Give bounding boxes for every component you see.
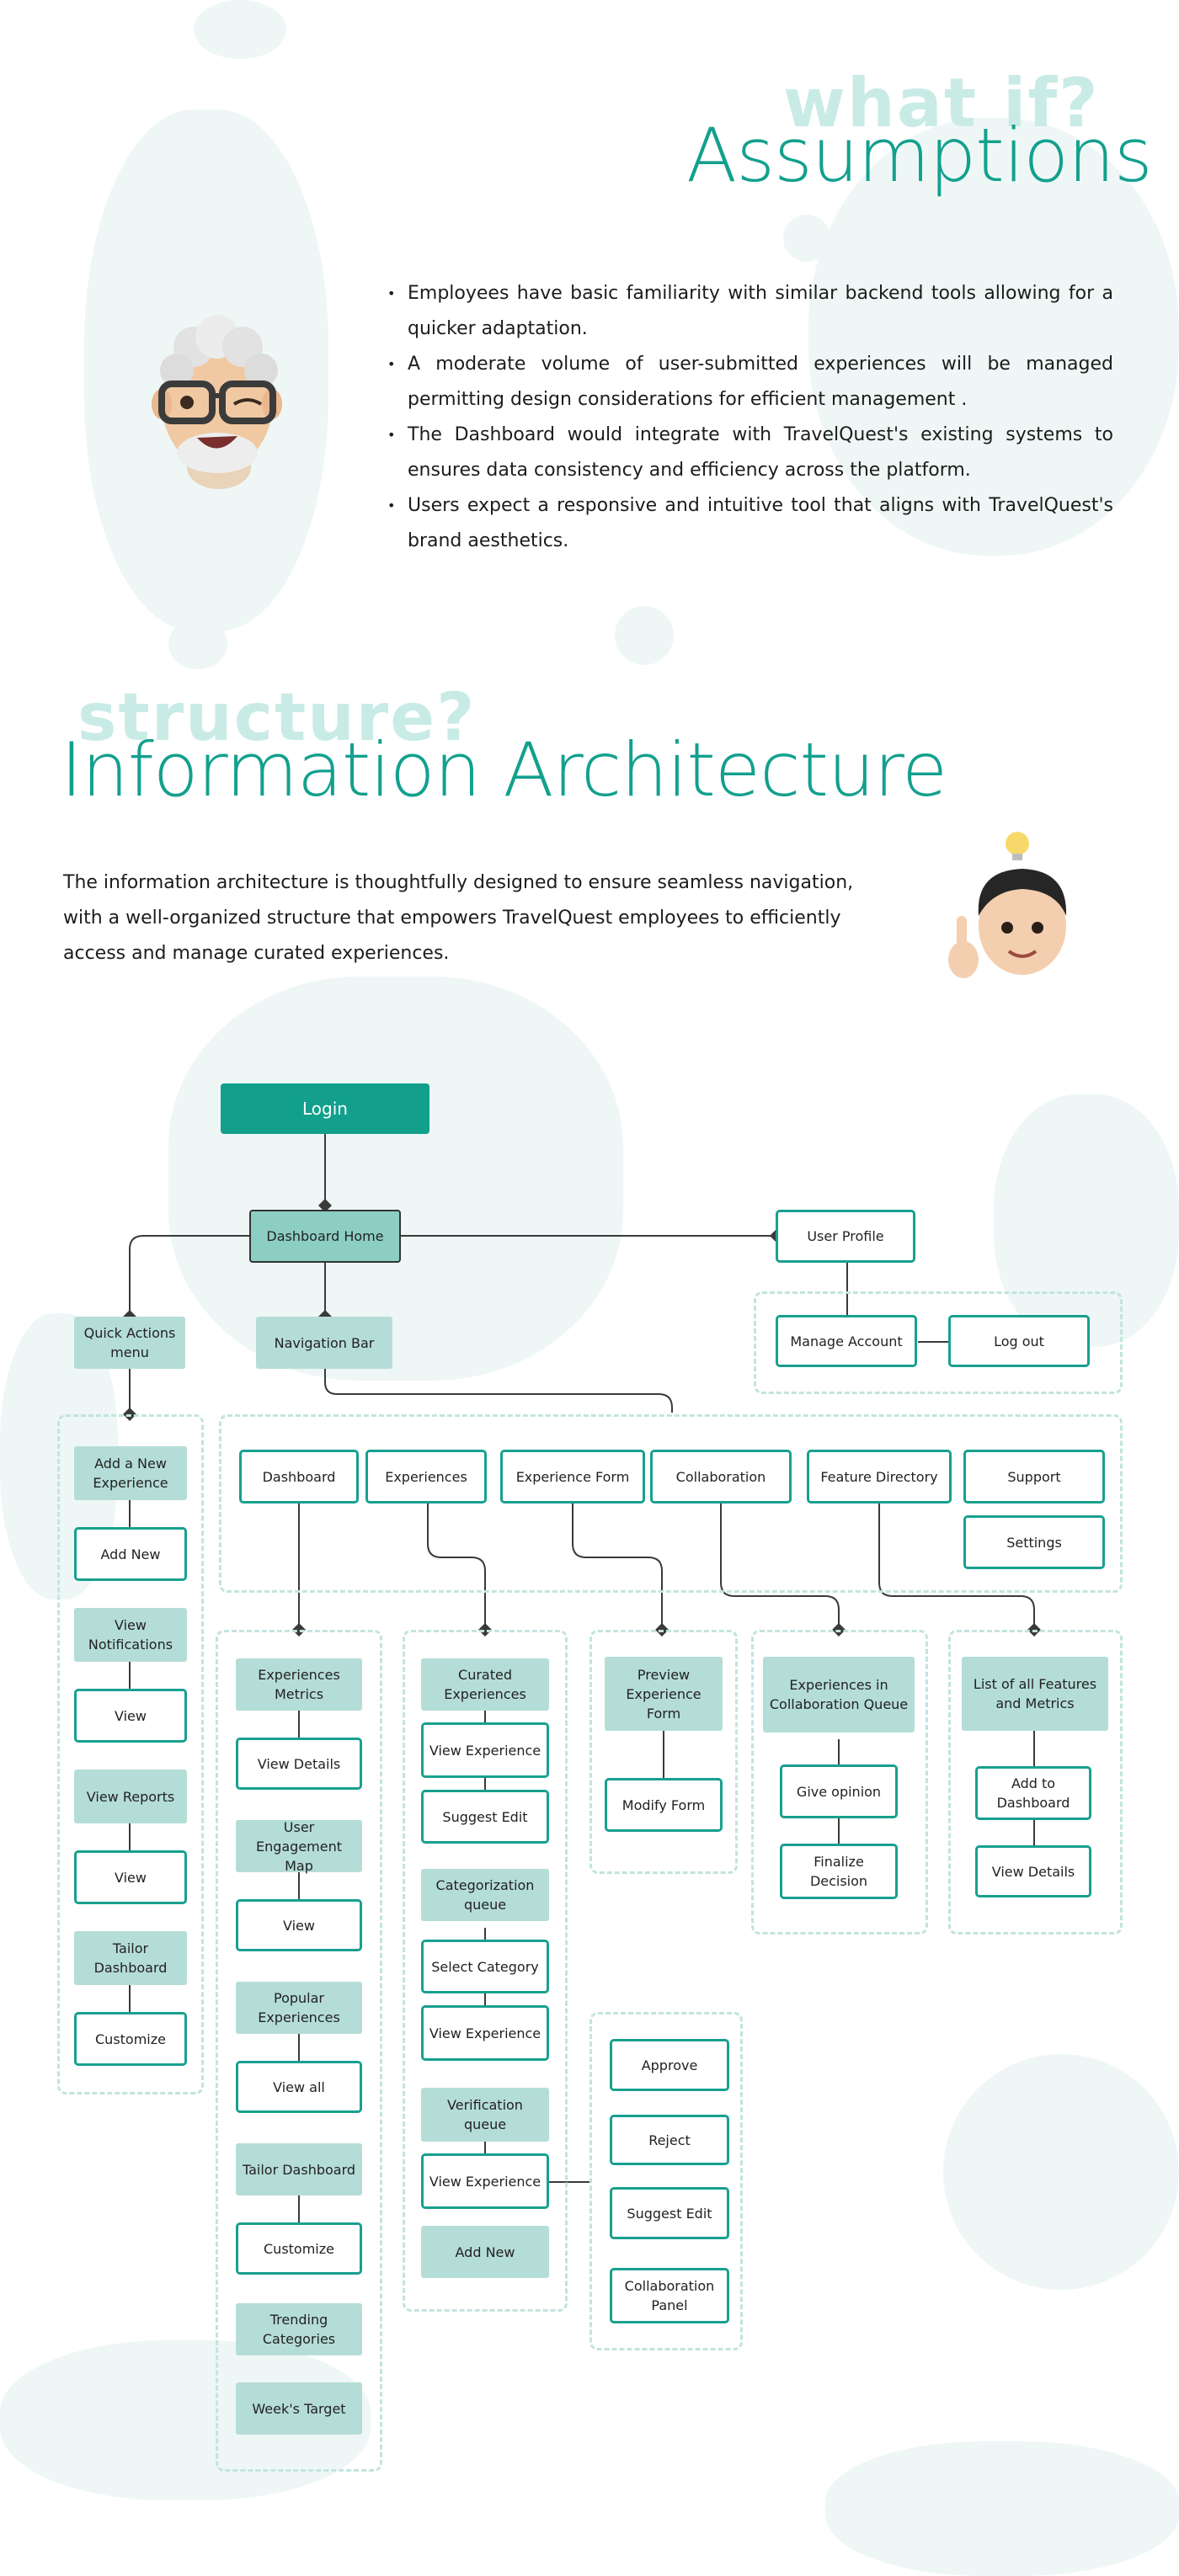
user-profile-group: [754, 1291, 1123, 1394]
tailor-dashboard-node[interactable]: Tailor Dashboard: [74, 1931, 187, 1985]
view-node[interactable]: View: [236, 1899, 362, 1951]
customize-node[interactable]: Customize: [236, 2222, 362, 2275]
popular-experiences-node[interactable]: Popular Experiences: [236, 1982, 362, 2034]
nav-settings-node[interactable]: Settings: [963, 1515, 1105, 1569]
login-node[interactable]: Login: [221, 1083, 429, 1134]
verification-actions-group: [590, 2012, 743, 2350]
view-details-node[interactable]: View Details: [236, 1738, 362, 1790]
assumption-item: The Dashboard would integrate with Trave…: [387, 418, 1113, 488]
add-new-node[interactable]: Add New: [421, 2226, 549, 2278]
assumption-item: A moderate volume of user-submitted expe…: [387, 347, 1113, 418]
experiences-group: [403, 1630, 568, 2312]
suggest-edit-node[interactable]: Suggest Edit: [610, 2187, 729, 2239]
trending-categories-node[interactable]: Trending Categories: [236, 2303, 362, 2355]
background-blob: [615, 606, 674, 665]
navigation-bar-node[interactable]: Navigation Bar: [256, 1317, 392, 1369]
categorization-queue-node[interactable]: Categorization queue: [421, 1869, 549, 1921]
manage-account-node[interactable]: Manage Account: [776, 1315, 917, 1367]
view-experience-node[interactable]: View Experience: [421, 2153, 549, 2209]
finalize-decision-node[interactable]: Finalize Decision: [780, 1844, 898, 1899]
add-new-experience-node[interactable]: Add a New Experience: [74, 1446, 187, 1500]
background-blob: [943, 2054, 1179, 2290]
background-blob: [194, 0, 286, 59]
select-category-node[interactable]: Select Category: [421, 1940, 549, 1993]
user-engagement-map-node[interactable]: User Engagement Map: [236, 1819, 362, 1874]
memoji-idea-avatar: [948, 832, 1067, 978]
view-details-node[interactable]: View Details: [975, 1845, 1091, 1897]
background-blob: [168, 619, 227, 669]
experiences-metrics-node[interactable]: Experiences Metrics: [236, 1658, 362, 1711]
assumptions-ghost-heading: what if?: [783, 64, 1100, 142]
background-blob: [783, 215, 830, 262]
verification-queue-node[interactable]: Verification queue: [421, 2088, 549, 2142]
nav-dashboard-node[interactable]: Dashboard: [239, 1450, 359, 1504]
customize-node[interactable]: Customize: [74, 2012, 187, 2066]
assumptions-list: Employees have basic familiarity with si…: [387, 276, 1113, 559]
give-opinion-node[interactable]: Give opinion: [780, 1764, 898, 1818]
background-blob: [994, 1094, 1179, 1347]
nav-experiences-node[interactable]: Experiences: [365, 1450, 487, 1504]
features-metrics-list-node[interactable]: List of all Features and Metrics: [962, 1657, 1108, 1731]
quick-actions-menu-node[interactable]: Quick Actions menu: [74, 1317, 185, 1369]
user-profile-node[interactable]: User Profile: [776, 1210, 915, 1263]
log-out-node[interactable]: Log out: [948, 1315, 1090, 1367]
preview-experience-form-node[interactable]: Preview Experience Form: [605, 1657, 723, 1731]
nav-experience-form-node[interactable]: Experience Form: [500, 1450, 645, 1504]
ia-ghost-heading: structure?: [77, 680, 477, 756]
approve-node[interactable]: Approve: [610, 2039, 729, 2091]
nav-support-node[interactable]: Support: [963, 1450, 1105, 1504]
view-node[interactable]: View: [74, 1850, 187, 1904]
ia-intro: The information architecture is thoughtf…: [63, 872, 854, 964]
nav-collaboration-node[interactable]: Collaboration: [650, 1450, 792, 1504]
navigation-group: [219, 1414, 1123, 1593]
dashboard-group: [216, 1630, 382, 2472]
ia-title: Information Architecture: [61, 726, 947, 813]
collaboration-queue-node[interactable]: Experiences in Collaboration Queue: [763, 1657, 915, 1732]
reject-node[interactable]: Reject: [610, 2115, 729, 2165]
weeks-target-node[interactable]: Week's Target: [236, 2382, 362, 2435]
curated-experiences-node[interactable]: Curated Experiences: [421, 1658, 549, 1711]
view-reports-node[interactable]: View Reports: [74, 1770, 187, 1823]
nav-feature-directory-node[interactable]: Feature Directory: [807, 1450, 952, 1504]
tailor-dashboard-node[interactable]: Tailor Dashboard: [236, 2143, 362, 2195]
add-to-dashboard-node[interactable]: Add to Dashboard: [975, 1766, 1091, 1820]
add-new-node[interactable]: Add New: [74, 1527, 187, 1581]
assumption-item: Users expect a responsive and intuitive …: [387, 488, 1113, 559]
suggest-edit-node[interactable]: Suggest Edit: [421, 1790, 549, 1844]
memoji-glasses-avatar: [152, 315, 282, 489]
dashboard-home-node[interactable]: Dashboard Home: [249, 1210, 401, 1263]
assumptions-title: Assumptions: [686, 112, 1153, 199]
background-blob: [168, 977, 623, 1381]
feature-directory-group: [948, 1630, 1123, 1935]
view-node[interactable]: View: [74, 1689, 187, 1743]
assumption-item: Employees have basic familiarity with si…: [387, 276, 1113, 347]
view-experience-node[interactable]: View Experience: [421, 2005, 549, 2061]
view-experience-node[interactable]: View Experience: [421, 1722, 549, 1778]
experience-form-group: [590, 1630, 738, 1874]
quick-actions-group: [57, 1414, 204, 2094]
view-all-node[interactable]: View all: [236, 2061, 362, 2113]
background-blob: [825, 2441, 1179, 2576]
modify-form-node[interactable]: Modify Form: [605, 1778, 723, 1832]
view-notifications-node[interactable]: View Notifications: [74, 1608, 187, 1662]
collaboration-panel-node[interactable]: Collaboration Panel: [610, 2268, 729, 2323]
collaboration-group: [751, 1630, 928, 1935]
